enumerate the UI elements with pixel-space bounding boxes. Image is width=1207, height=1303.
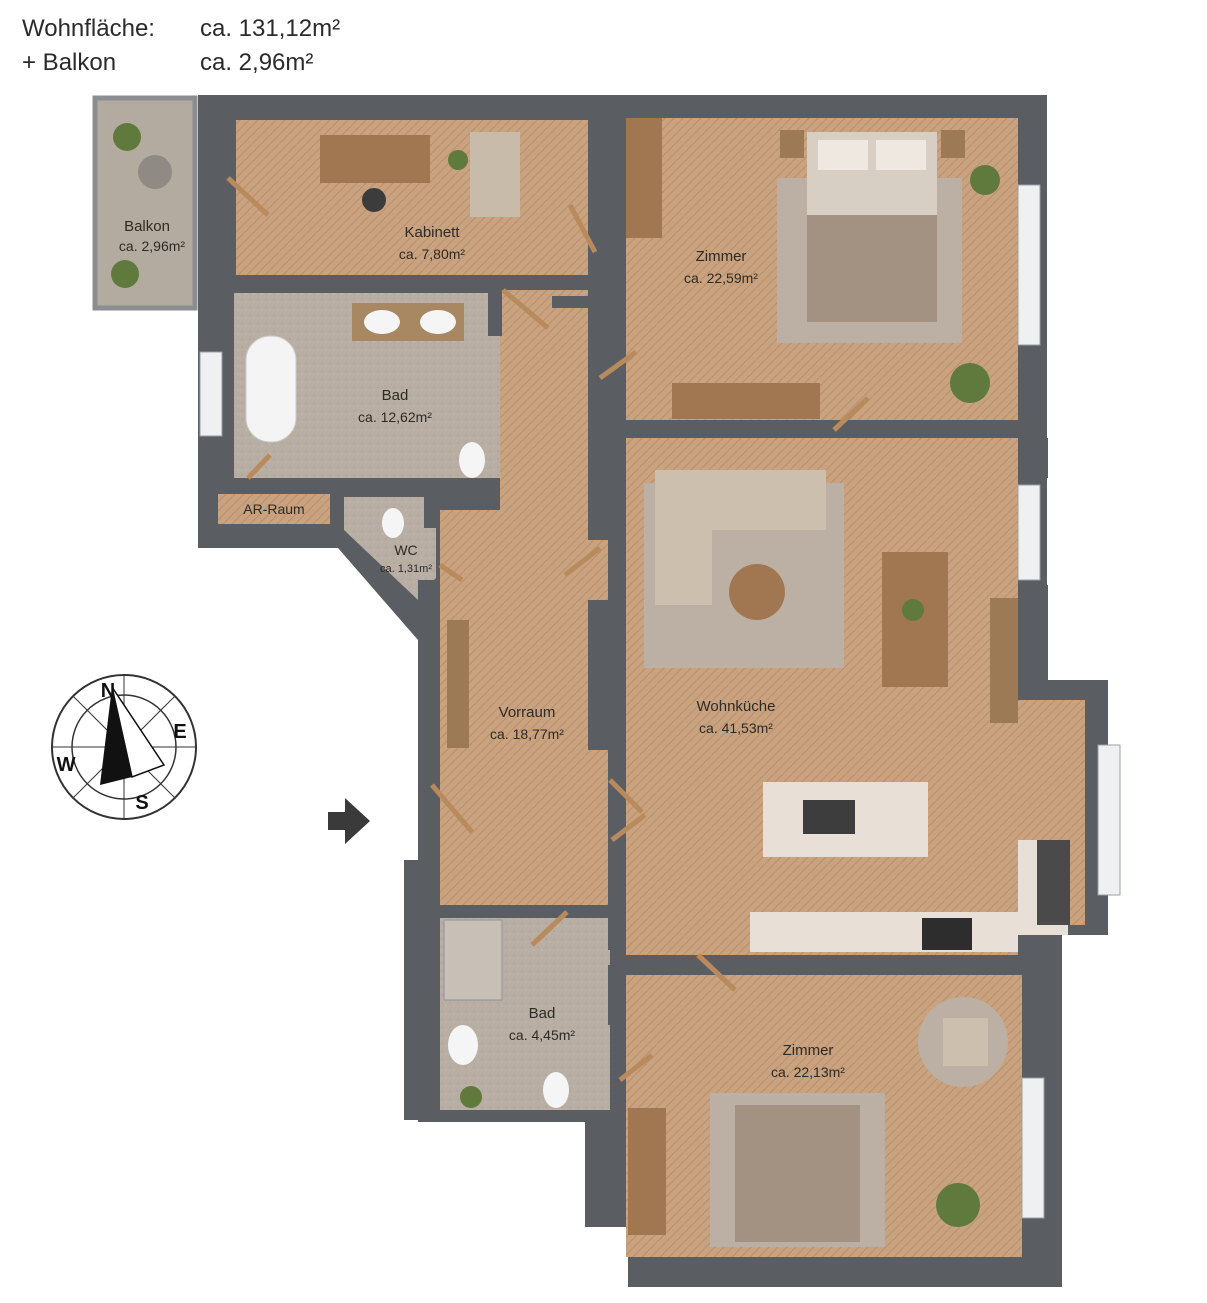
door — [501, 288, 550, 330]
door — [832, 396, 870, 432]
balcony — [92, 95, 198, 311]
nightstand — [780, 130, 804, 158]
plant-icon — [902, 599, 924, 621]
door — [567, 203, 598, 254]
living-area-label: Wohnfläche: — [22, 15, 155, 42]
room-label-kabinett: Kabinett — [404, 224, 460, 241]
wardrobe — [628, 1108, 666, 1235]
pillow — [876, 140, 926, 170]
compass-icon: N E S W — [51, 674, 197, 820]
interior-walls — [218, 105, 1062, 1120]
room-area-kabinett: ca. 7,80m² — [399, 246, 465, 262]
room-area-zimmer-1: ca. 22,59m² — [684, 270, 758, 286]
room-label-wohnkueche: Wohnküche — [697, 698, 776, 715]
shower — [443, 919, 503, 1001]
door — [598, 349, 638, 381]
balcony-area-value: ca. 2,96m² — [200, 49, 314, 76]
room-label-bad-2: Bad — [529, 1005, 556, 1022]
door — [530, 910, 569, 947]
nightstand — [941, 130, 965, 158]
room-label-wc: WC — [394, 542, 417, 558]
tv-board — [990, 598, 1018, 723]
toilet — [459, 442, 485, 478]
plant-icon — [970, 165, 1000, 195]
room-area-bad-2: ca. 4,45m² — [509, 1027, 575, 1043]
wardrobe — [626, 118, 662, 238]
door — [563, 546, 602, 577]
compass-s: S — [135, 792, 148, 814]
plant-icon — [113, 123, 141, 151]
desk — [320, 135, 430, 183]
room-label-bad-1: Bad — [382, 387, 409, 404]
balcony-area-label: + Balkon — [22, 49, 117, 76]
door — [618, 1053, 654, 1082]
room-area-wc: ca. 1,31m² — [380, 563, 432, 575]
pillow — [818, 140, 868, 170]
toilet — [382, 508, 404, 538]
console — [447, 620, 469, 748]
window — [1017, 484, 1041, 581]
plant-icon — [460, 1086, 482, 1108]
living-area-value: ca. 131,12m² — [200, 15, 341, 42]
door — [438, 562, 464, 583]
armchair — [470, 132, 520, 217]
room-label-zimmer-2: Zimmer — [783, 1042, 834, 1059]
cooktop — [922, 918, 972, 950]
room-label-ar-raum: AR-Raum — [243, 501, 304, 517]
windows — [199, 184, 1121, 1219]
sink — [364, 310, 400, 334]
room-label-vorraum: Vorraum — [499, 704, 556, 721]
room-label-balkon: Balkon — [124, 218, 170, 235]
area-summary: Wohnfläche: ca. 131,12m² + Balkon ca. 2,… — [22, 12, 340, 80]
door — [226, 176, 270, 217]
fridge — [1037, 840, 1070, 925]
plant-icon — [448, 150, 468, 170]
room-area-zimmer-2: ca. 22,13m² — [771, 1064, 845, 1080]
plant-icon — [111, 260, 139, 288]
kitchen-sink — [803, 800, 855, 834]
bed-blanket — [807, 215, 937, 322]
room-labels: Balkon ca. 2,96m² Kabinett ca. 7,80m² Zi… — [119, 218, 845, 1080]
kitchen-counter — [750, 912, 1018, 952]
compass-w: W — [57, 754, 76, 776]
office-chair — [362, 188, 386, 212]
toilet — [543, 1072, 569, 1108]
room-area-bad-1: ca. 12,62m² — [358, 409, 432, 425]
floor-vorraum — [440, 290, 608, 905]
door — [696, 953, 737, 992]
door — [430, 783, 474, 834]
sink — [420, 310, 456, 334]
window — [1021, 1077, 1045, 1219]
room-area-wohnkueche: ca. 41,53m² — [699, 720, 773, 736]
doors — [226, 176, 870, 1082]
sideboard — [672, 383, 820, 419]
floor-wc — [344, 497, 436, 600]
window — [1097, 744, 1121, 896]
entrance-arrow-icon — [328, 798, 370, 844]
window — [199, 351, 223, 437]
furniture — [111, 118, 1070, 1247]
armchair — [943, 1018, 988, 1066]
balcony-table — [138, 155, 172, 189]
coffee-table — [729, 564, 785, 620]
bathtub — [245, 335, 297, 443]
room-area-balkon: ca. 2,96m² — [119, 238, 185, 254]
sofa — [655, 470, 826, 605]
floor-ar-raum — [218, 494, 330, 524]
room-area-vorraum: ca. 18,77m² — [490, 726, 564, 742]
plant-icon — [936, 1183, 980, 1227]
door — [246, 453, 272, 480]
room-label-zimmer-1: Zimmer — [696, 248, 747, 265]
compass-e: E — [173, 721, 186, 743]
plant-icon — [950, 363, 990, 403]
bed — [735, 1105, 860, 1242]
window — [1017, 184, 1041, 346]
door — [610, 813, 647, 842]
compass-n: N — [101, 680, 115, 702]
door — [608, 778, 644, 814]
sink — [448, 1025, 478, 1065]
